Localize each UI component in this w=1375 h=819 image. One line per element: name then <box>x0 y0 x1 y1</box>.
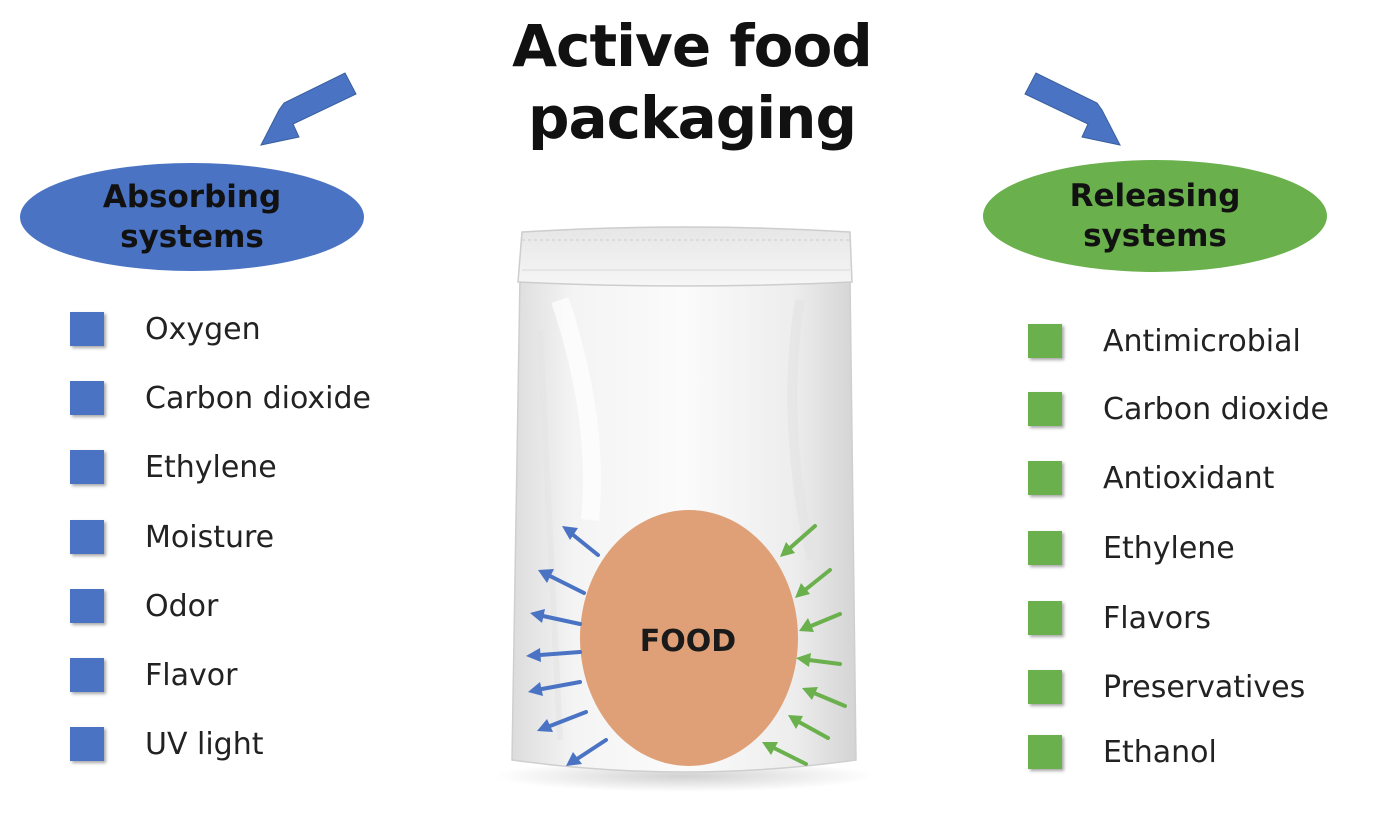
release-arrow <box>812 691 847 708</box>
release-arrow <box>772 746 808 766</box>
absorb-arrows <box>526 526 608 766</box>
absorb-arrowhead <box>537 719 553 732</box>
release-arrowhead <box>762 742 778 755</box>
release-arrowhead <box>799 618 814 632</box>
absorb-arrow <box>541 614 582 626</box>
release-arrow <box>788 524 817 550</box>
absorb-arrow <box>575 738 608 761</box>
bullet-square <box>70 658 104 692</box>
release-arrow <box>809 612 842 628</box>
bullet-square <box>1028 735 1062 769</box>
absorb-arrow <box>570 532 600 557</box>
absorbing-heading-line2: systems <box>120 219 264 255</box>
absorb-arrowhead <box>538 569 554 583</box>
list-item-label: UV light <box>145 727 264 762</box>
release-arrowhead <box>795 583 810 598</box>
list-item-label: Carbon dioxide <box>145 381 372 416</box>
list-item-label: Odor <box>145 589 219 624</box>
absorb-arrowhead <box>526 648 541 662</box>
absorb-arrow <box>548 574 586 595</box>
absorb-arrowhead <box>530 609 545 623</box>
food-shape <box>580 510 798 766</box>
list-item-label: Oxygen <box>145 312 261 347</box>
list-item-label: Antimicrobial <box>1103 324 1301 359</box>
releasing-systems-oval: Releasing systems <box>983 160 1327 272</box>
absorbing-systems-oval: Absorbing systems <box>20 163 364 271</box>
bullet-square <box>1028 324 1062 358</box>
arrow-to-absorbing <box>260 72 357 146</box>
bullet-square <box>1028 392 1062 426</box>
absorb-arrow <box>538 650 582 657</box>
bullet-square <box>70 727 104 761</box>
list-item-label: Moisture <box>145 520 275 555</box>
bullet-square <box>1028 670 1062 704</box>
list-item-label: Ethylene <box>145 450 277 485</box>
diagram-title: Active food packaging <box>512 12 873 152</box>
arrow-to-releasing <box>1024 72 1121 146</box>
absorb-arrow <box>548 710 588 728</box>
release-arrow <box>803 568 832 592</box>
list-item-label: Ethylene <box>1103 531 1235 566</box>
absorb-arrowhead <box>566 752 582 766</box>
releasing-heading-line2: systems <box>1083 218 1227 254</box>
absorb-arrow <box>540 680 582 691</box>
release-arrowhead <box>802 687 818 700</box>
release-arrowhead <box>788 715 803 729</box>
release-arrowhead <box>780 542 795 557</box>
bullet-square <box>70 312 104 346</box>
food-label: FOOD <box>639 624 737 659</box>
release-arrow <box>797 720 830 740</box>
bullet-square <box>1028 461 1062 495</box>
list-item-label: Carbon dioxide <box>1103 392 1330 427</box>
list-item-label: Ethanol <box>1103 735 1217 770</box>
list-item-label: Flavors <box>1103 601 1212 636</box>
absorb-arrowhead <box>528 682 543 696</box>
bullet-square <box>70 381 104 415</box>
bullet-square <box>70 520 104 554</box>
bullet-square <box>70 589 104 623</box>
list-item-label: Flavor <box>145 658 238 693</box>
bullet-square <box>1028 601 1062 635</box>
absorbing-heading-line1: Absorbing <box>102 179 282 215</box>
list-item-label: Preservatives <box>1103 670 1306 705</box>
releasing-heading-line1: Releasing <box>1069 178 1241 214</box>
list-item-label: Antioxidant <box>1103 461 1275 496</box>
release-arrows <box>762 524 847 766</box>
release-arrowhead <box>796 653 811 667</box>
absorb-arrowhead <box>562 526 578 540</box>
release-arrow <box>807 658 842 666</box>
bullet-square <box>70 450 104 484</box>
bullet-square <box>1028 531 1062 565</box>
